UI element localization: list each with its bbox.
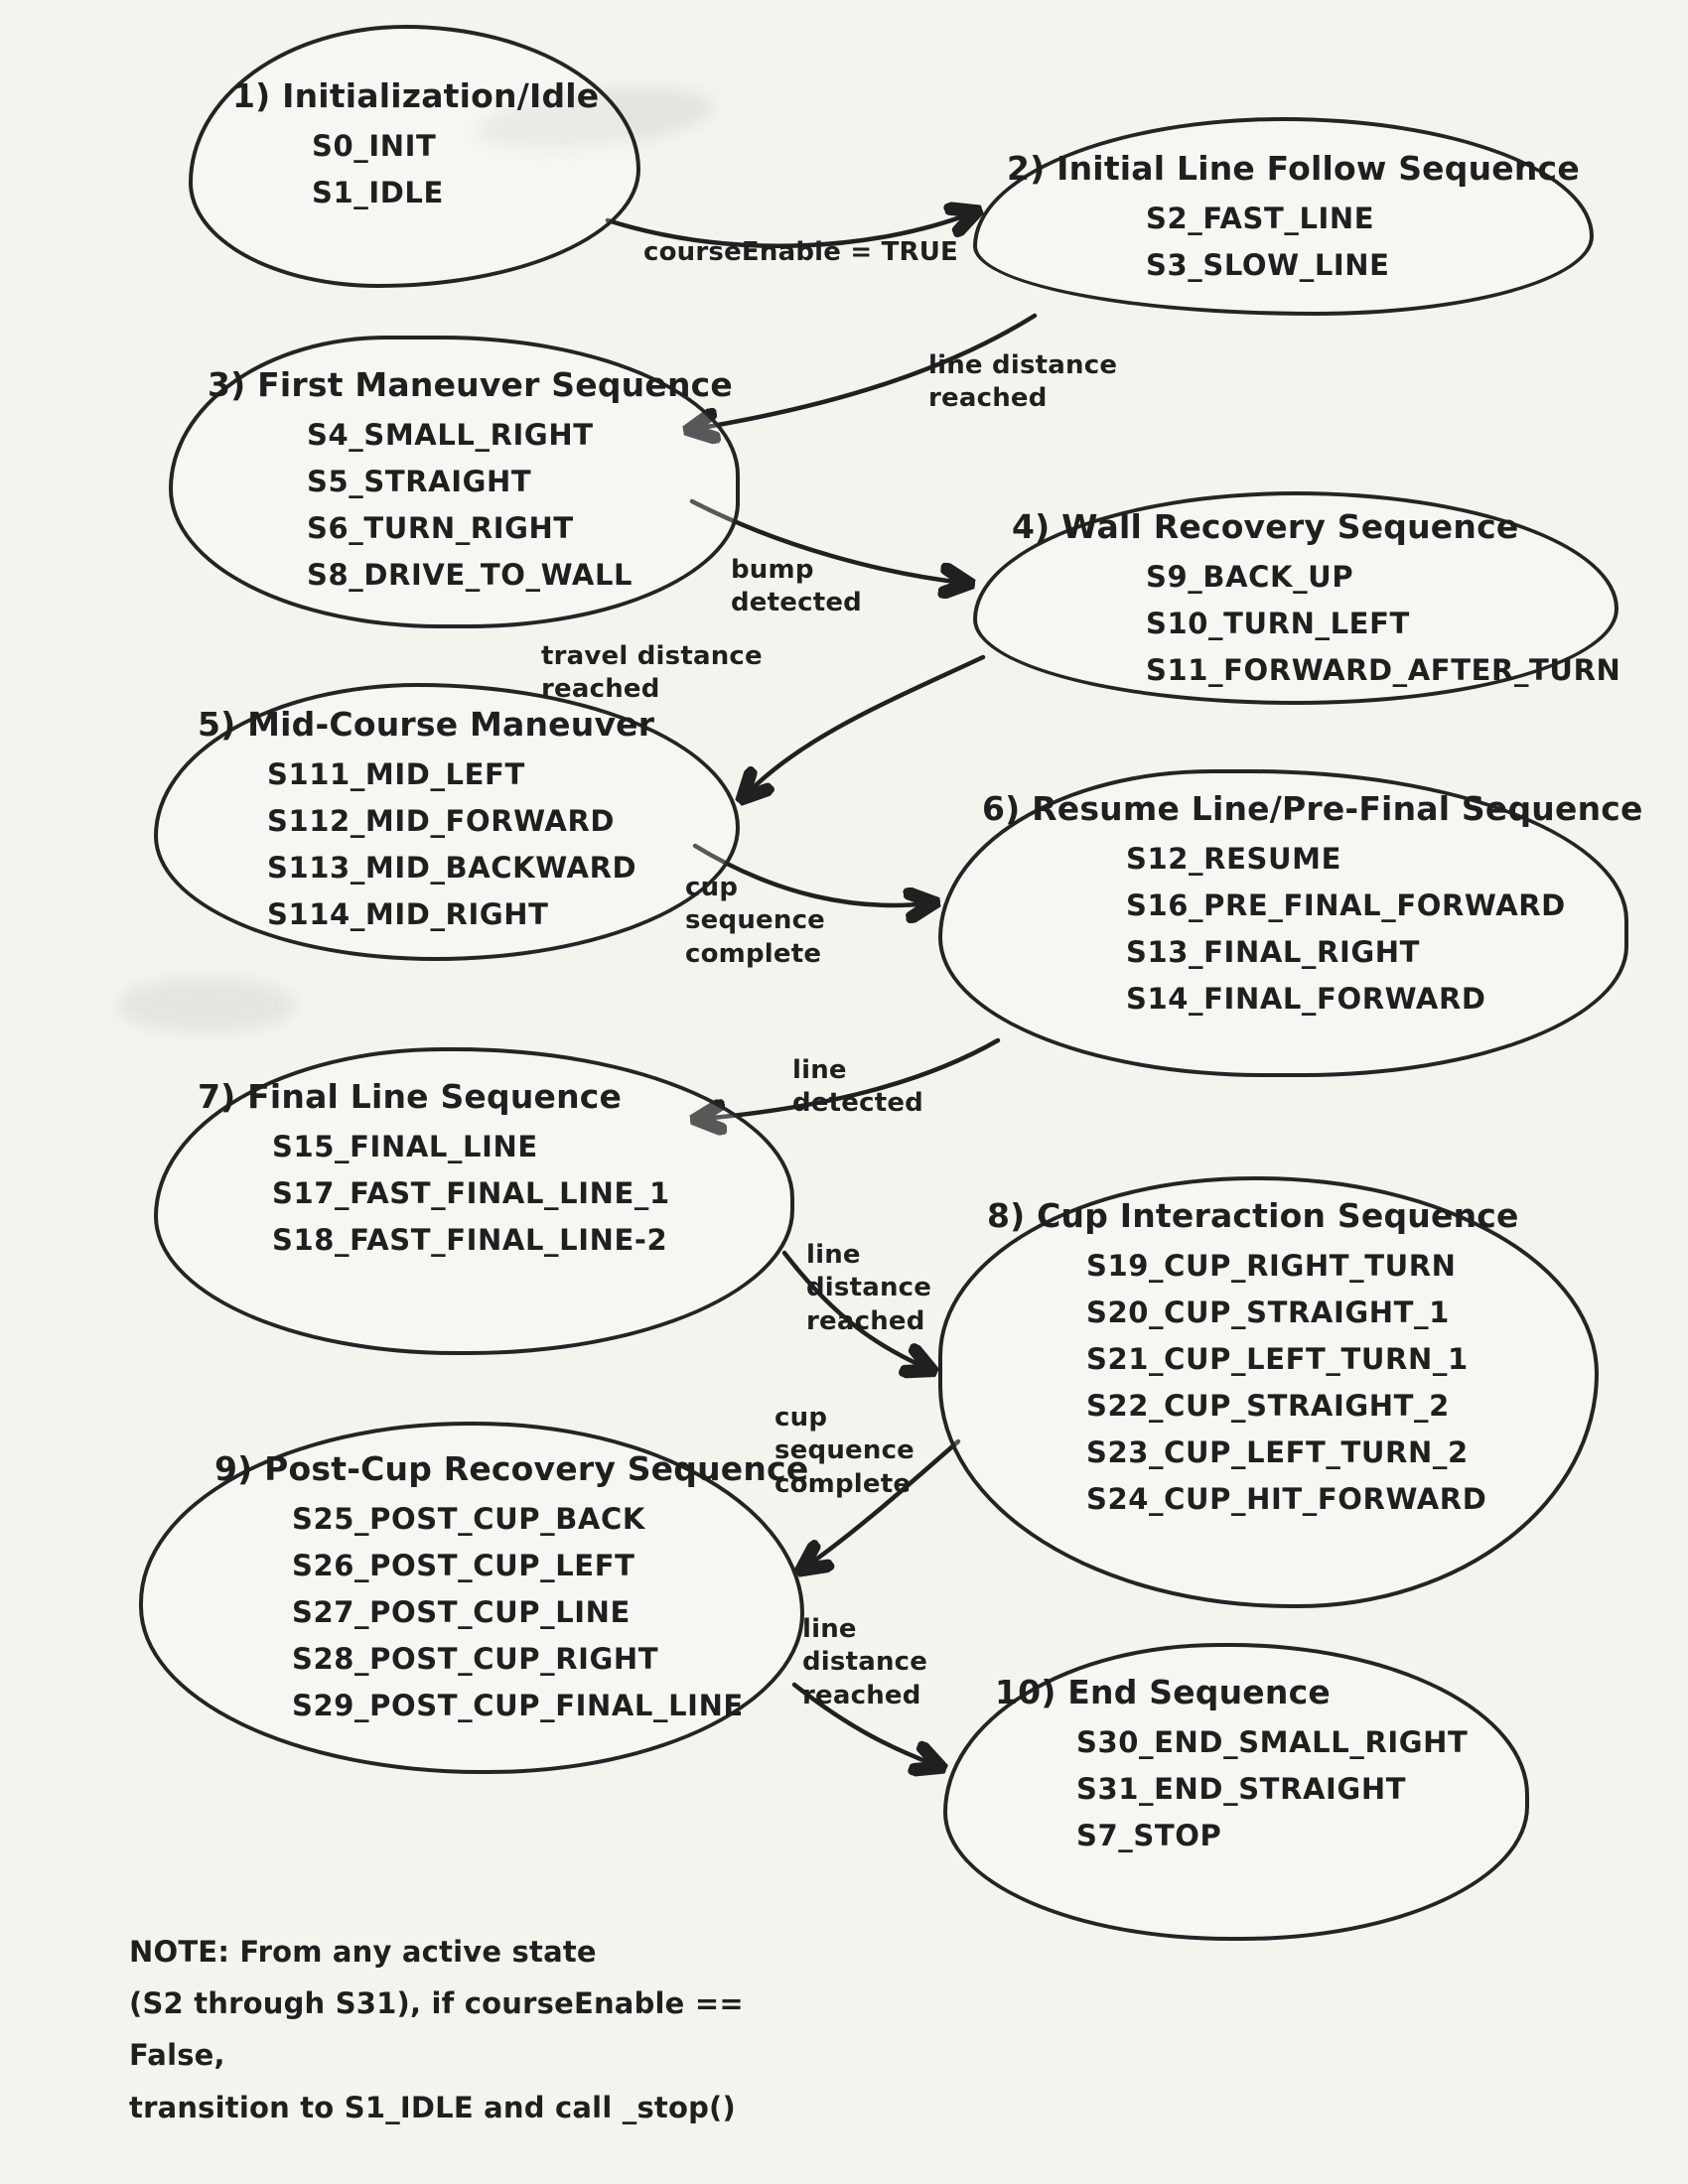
state-group-10-end-sequence: 10) End Sequence S30_END_SMALL_RIGHT S31… — [943, 1643, 1529, 1941]
state-s1-idle: S1_IDLE — [312, 175, 444, 209]
transition-label-course-enable: courseEnable = TRUE — [643, 237, 959, 267]
state-group-1-initialization-idle: 1) Initialization/Idle S0_INIT S1_IDLE — [189, 25, 640, 288]
state-group-8-cup-interaction: 8) Cup Interaction Sequence S19_CUP_RIGH… — [938, 1176, 1599, 1608]
transition-label-travel-distance-reached: travel distance reached — [541, 641, 763, 705]
state-s114-mid-right: S114_MID_RIGHT — [267, 896, 549, 931]
state-s20-cup-straight-1: S20_CUP_STRAIGHT_1 — [1086, 1295, 1450, 1329]
transition-label-line-distance-reached-1: line distance reached — [928, 350, 1118, 414]
state-s12-resume: S12_RESUME — [1126, 842, 1341, 876]
group-title: 3) First Maneuver Sequence — [208, 365, 733, 404]
state-s2-fast-line: S2_FAST_LINE — [1146, 202, 1375, 235]
transition-label-cup-sequence-complete-2: cup sequence complete — [774, 1403, 915, 1499]
transition-label-bump-detected: bump detected — [731, 555, 862, 618]
group-title: 1) Initialization/Idle — [232, 76, 600, 115]
group-title: 10) End Sequence — [995, 1673, 1331, 1711]
state-s16-pre-final-forward: S16_PRE_FINAL_FORWARD — [1126, 887, 1566, 922]
state-s22-cup-straight-2: S22_CUP_STRAIGHT_2 — [1086, 1388, 1450, 1423]
transition-label-cup-sequence-complete-1: cup sequence complete — [685, 873, 826, 969]
state-s13-final-right: S13_FINAL_RIGHT — [1126, 934, 1421, 969]
state-s112-mid-forward: S112_MID_FORWARD — [267, 803, 616, 838]
state-s29-post-cup-final-line: S29_POST_CUP_FINAL_LINE — [292, 1688, 744, 1722]
state-s31-end-straight: S31_END_STRAIGHT — [1076, 1771, 1407, 1806]
state-s19-cup-right-turn: S19_CUP_RIGHT_TURN — [1086, 1249, 1457, 1283]
state-s23-cup-left-turn-2: S23_CUP_LEFT_TURN_2 — [1086, 1434, 1469, 1469]
state-s3-slow-line: S3_SLOW_LINE — [1146, 247, 1390, 282]
state-group-9-post-cup-recovery: 9) Post-Cup Recovery Sequence S25_POST_C… — [139, 1422, 809, 1774]
state-s4-small-right: S4_SMALL_RIGHT — [307, 418, 594, 452]
state-s17-fast-final-line-1: S17_FAST_FINAL_LINE_1 — [272, 1175, 670, 1210]
state-s111-mid-left: S111_MID_LEFT — [267, 757, 525, 791]
state-s27-post-cup-line: S27_POST_CUP_LINE — [292, 1594, 631, 1629]
state-s30-end-small-right: S30_END_SMALL_RIGHT — [1076, 1725, 1469, 1759]
state-group-3-first-maneuver: 3) First Maneuver Sequence S4_SMALL_RIGH… — [169, 336, 740, 628]
state-s14-final-forward: S14_FINAL_FORWARD — [1126, 981, 1486, 1016]
state-s26-post-cup-left: S26_POST_CUP_LEFT — [292, 1548, 635, 1582]
group-title: 6) Resume Line/Pre-Final Sequence — [982, 789, 1643, 828]
state-group-2-initial-line-follow: 2) Initial Line Follow Sequence S2_FAST_… — [973, 117, 1594, 316]
state-s0-init: S0_INIT — [312, 129, 437, 163]
state-s10-turn-left: S10_TURN_LEFT — [1146, 606, 1410, 640]
group-title: 4) Wall Recovery Sequence — [1012, 507, 1519, 546]
state-s113-mid-backward: S113_MID_BACKWARD — [267, 850, 637, 885]
state-s5-straight: S5_STRAIGHT — [307, 464, 532, 498]
state-s7-stop: S7_STOP — [1076, 1818, 1222, 1852]
transition-label-line-distance-reached-3: line distance reached — [802, 1614, 928, 1710]
state-s28-post-cup-right: S28_POST_CUP_RIGHT — [292, 1641, 659, 1676]
state-s8-drive-to-wall: S8_DRIVE_TO_WALL — [307, 557, 633, 592]
state-group-4-wall-recovery: 4) Wall Recovery Sequence S9_BACK_UP S10… — [973, 491, 1621, 705]
state-s18-fast-final-line-2: S18_FAST_FINAL_LINE-2 — [272, 1222, 668, 1257]
state-s25-post-cup-back: S25_POST_CUP_BACK — [292, 1502, 645, 1536]
state-group-5-mid-course-maneuver: 5) Mid-Course Maneuver S111_MID_LEFT S11… — [154, 683, 740, 961]
diagram-note: NOTE: From any active state (S2 through … — [129, 1935, 744, 2124]
state-group-7-final-line: 7) Final Line Sequence S15_FINAL_LINE S1… — [154, 1047, 794, 1355]
state-s15-final-line: S15_FINAL_LINE — [272, 1130, 538, 1163]
state-group-6-resume-line-pre-final: 6) Resume Line/Pre-Final Sequence S12_RE… — [938, 769, 1643, 1077]
pencil-smudge — [117, 978, 296, 1032]
state-s11-forward-after-turn: S11_FORWARD_AFTER_TURN — [1146, 652, 1621, 687]
state-s6-turn-right: S6_TURN_RIGHT — [307, 510, 574, 545]
transition-label-line-distance-reached-2: line distance reached — [806, 1240, 932, 1336]
group-title: 2) Initial Line Follow Sequence — [1007, 149, 1580, 188]
state-s9-back-up: S9_BACK_UP — [1146, 560, 1354, 594]
group-title: 5) Mid-Course Maneuver — [198, 705, 655, 744]
group-title: 8) Cup Interaction Sequence — [987, 1196, 1519, 1235]
transition-label-line-detected: line detected — [792, 1055, 923, 1119]
group-title: 7) Final Line Sequence — [198, 1077, 623, 1116]
state-s24-cup-hit-forward: S24_CUP_HIT_FORWARD — [1086, 1481, 1487, 1516]
group-title: 9) Post-Cup Recovery Sequence — [214, 1449, 809, 1488]
arrow-4-to-5 — [747, 654, 986, 794]
state-s21-cup-left-turn-1: S21_CUP_LEFT_TURN_1 — [1086, 1341, 1469, 1376]
